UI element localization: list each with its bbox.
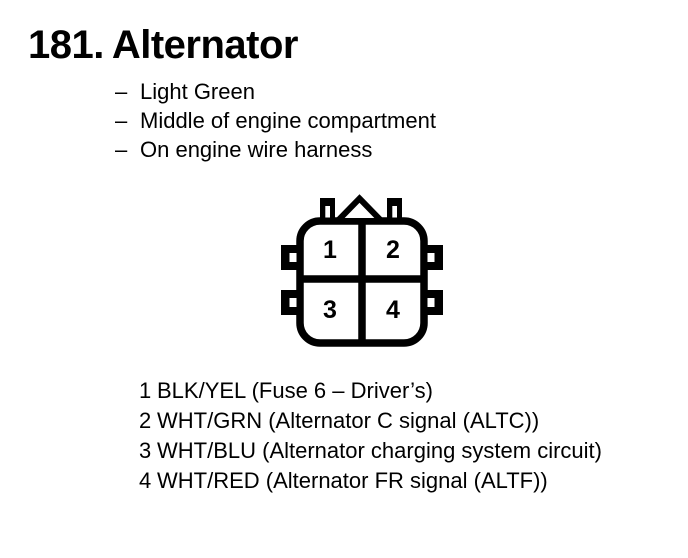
pin-label: WHT/GRN (Alternator C signal (ALTC)) [157, 408, 540, 433]
dash-bullet: – [115, 79, 128, 104]
pin-2-number: 2 [386, 236, 400, 264]
dash-bullet: – [115, 108, 128, 133]
side-lock-right-upper-notch [427, 253, 435, 262]
side-lock-left-lower-notch [289, 298, 297, 307]
item-name: Alternator [111, 23, 299, 67]
note-text: Middle of engine compartment [140, 108, 436, 133]
pin-row: 4 WHT/RED (Alternator FR signal (ALTF)) [139, 466, 602, 496]
pin-1-number: 1 [323, 236, 337, 264]
pin-number: 1 [139, 378, 152, 403]
side-lock-right-lower-notch [427, 298, 435, 307]
pin-4-number: 4 [386, 296, 400, 324]
pin-number: 3 [139, 438, 152, 463]
note-line: – On engine wire harness [115, 135, 436, 164]
location-notes: – Light Green – Middle of engine compart… [115, 77, 436, 164]
page-title: 181.Alternator [28, 21, 299, 69]
top-tab-right-slot [392, 206, 397, 218]
keying-triangle-icon [330, 194, 389, 224]
pin-row: 2 WHT/GRN (Alternator C signal (ALTC)) [139, 406, 602, 436]
note-line: – Light Green [115, 77, 436, 106]
pin-3-number: 3 [323, 296, 337, 324]
item-number: 181. [28, 23, 104, 67]
top-tab-left-slot [325, 206, 330, 218]
pin-number: 2 [139, 408, 152, 433]
note-text: Light Green [140, 79, 255, 104]
connector-diagram: 1 2 3 4 [281, 194, 443, 347]
side-lock-left-upper-notch [289, 253, 297, 262]
note-line: – Middle of engine compartment [115, 106, 436, 135]
note-text: On engine wire harness [140, 137, 373, 162]
pin-row: 1 BLK/YEL (Fuse 6 – Driver’s) [139, 376, 602, 406]
pin-label: BLK/YEL (Fuse 6 – Driver’s) [157, 378, 433, 403]
pin-label: WHT/RED (Alternator FR signal (ALTF)) [157, 468, 548, 493]
pin-row: 3 WHT/BLU (Alternator charging system ci… [139, 436, 602, 466]
dash-bullet: – [115, 137, 128, 162]
pin-number: 4 [139, 468, 152, 493]
pin-label: WHT/BLU (Alternator charging system circ… [157, 438, 602, 463]
pin-list: 1 BLK/YEL (Fuse 6 – Driver’s) 2 WHT/GRN … [139, 376, 602, 496]
